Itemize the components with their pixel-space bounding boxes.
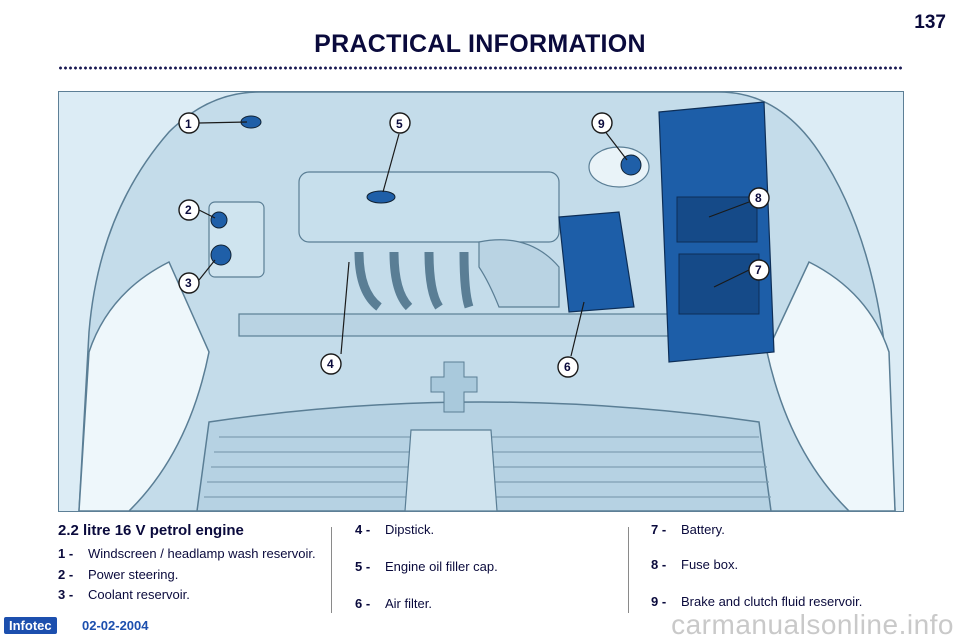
- legend-item: 8 - Fuse box.: [651, 557, 921, 572]
- item-number: 3 -: [58, 587, 74, 602]
- callout-3: 3: [178, 259, 216, 294]
- svg-text:3: 3: [185, 276, 192, 290]
- item-number: 5 -: [355, 559, 371, 574]
- item-text: Engine oil filler cap.: [385, 559, 498, 574]
- legend-item: 9 - Brake and clutch fluid reservoir.: [651, 594, 921, 609]
- svg-text:6: 6: [564, 360, 571, 374]
- item-number: 7 -: [651, 522, 667, 537]
- item-number: 9 -: [651, 594, 667, 609]
- legend-item: 2 - Power steering.: [58, 567, 320, 582]
- infotec-logo: Infotec: [4, 617, 57, 634]
- legend-item: 5 - Engine oil filler cap.: [355, 559, 615, 574]
- item-number: 1 -: [58, 546, 74, 561]
- item-text: Battery.: [681, 522, 725, 537]
- item-number: 2 -: [58, 567, 74, 582]
- legend-item: 1 - Windscreen / headlamp wash reservoir…: [58, 546, 320, 561]
- item-text: Windscreen / headlamp wash reservoir.: [88, 546, 316, 561]
- callout-1: 1: [178, 112, 248, 134]
- item-text: Fuse box.: [681, 557, 739, 572]
- svg-text:8: 8: [755, 191, 762, 205]
- legend-column-1: 2.2 litre 16 V petrol engine 1 - Windscr…: [58, 522, 320, 602]
- legend-item: 7 - Battery.: [651, 522, 921, 537]
- svg-text:7: 7: [755, 263, 762, 277]
- footer-date: 02-02-2004: [82, 618, 149, 633]
- engine-bay-illustration: 1 2 3 4 5 6 7: [58, 91, 904, 512]
- callout-4: 4: [320, 261, 350, 375]
- legend-item: 4 - Dipstick.: [355, 522, 615, 537]
- svg-text:4: 4: [327, 357, 334, 371]
- legend-column-3: 7 - Battery. 8 - Fuse box. 9 - Brake and…: [651, 522, 921, 609]
- engine-bay-drawing: 1 2 3 4 5 6 7: [59, 92, 903, 511]
- item-number: 4 -: [355, 522, 371, 537]
- legend-item: 6 - Air filter.: [355, 596, 615, 611]
- item-text: Dipstick.: [385, 522, 435, 537]
- svg-text:1: 1: [185, 117, 192, 131]
- callout-2: 2: [178, 199, 216, 221]
- callout-6: 6: [557, 301, 585, 378]
- item-text: Air filter.: [385, 596, 432, 611]
- callout-8: 8: [708, 187, 770, 218]
- item-number: 8 -: [651, 557, 667, 572]
- callout-9: 9: [591, 112, 628, 161]
- watermark: carmanualsonline.info: [671, 609, 954, 640]
- svg-text:9: 9: [598, 117, 605, 131]
- item-text: Brake and clutch fluid reservoir.: [681, 594, 863, 609]
- page-title: PRACTICAL INFORMATION: [314, 30, 646, 58]
- column-divider: [331, 527, 332, 613]
- callout-7: 7: [713, 259, 770, 288]
- item-text: Coolant reservoir.: [88, 587, 190, 602]
- dotted-divider: [58, 66, 902, 70]
- svg-text:2: 2: [185, 203, 192, 217]
- item-number: 6 -: [355, 596, 371, 611]
- svg-text:5: 5: [396, 117, 403, 131]
- engine-heading: 2.2 litre 16 V petrol engine: [58, 522, 244, 539]
- page-number: 137: [914, 12, 946, 33]
- callout-5: 5: [382, 112, 411, 193]
- column-divider: [628, 527, 629, 613]
- legend-item: 3 - Coolant reservoir.: [58, 587, 320, 602]
- item-text: Power steering.: [88, 567, 179, 582]
- legend-column-2: 4 - Dipstick. 5 - Engine oil filler cap.…: [355, 522, 615, 611]
